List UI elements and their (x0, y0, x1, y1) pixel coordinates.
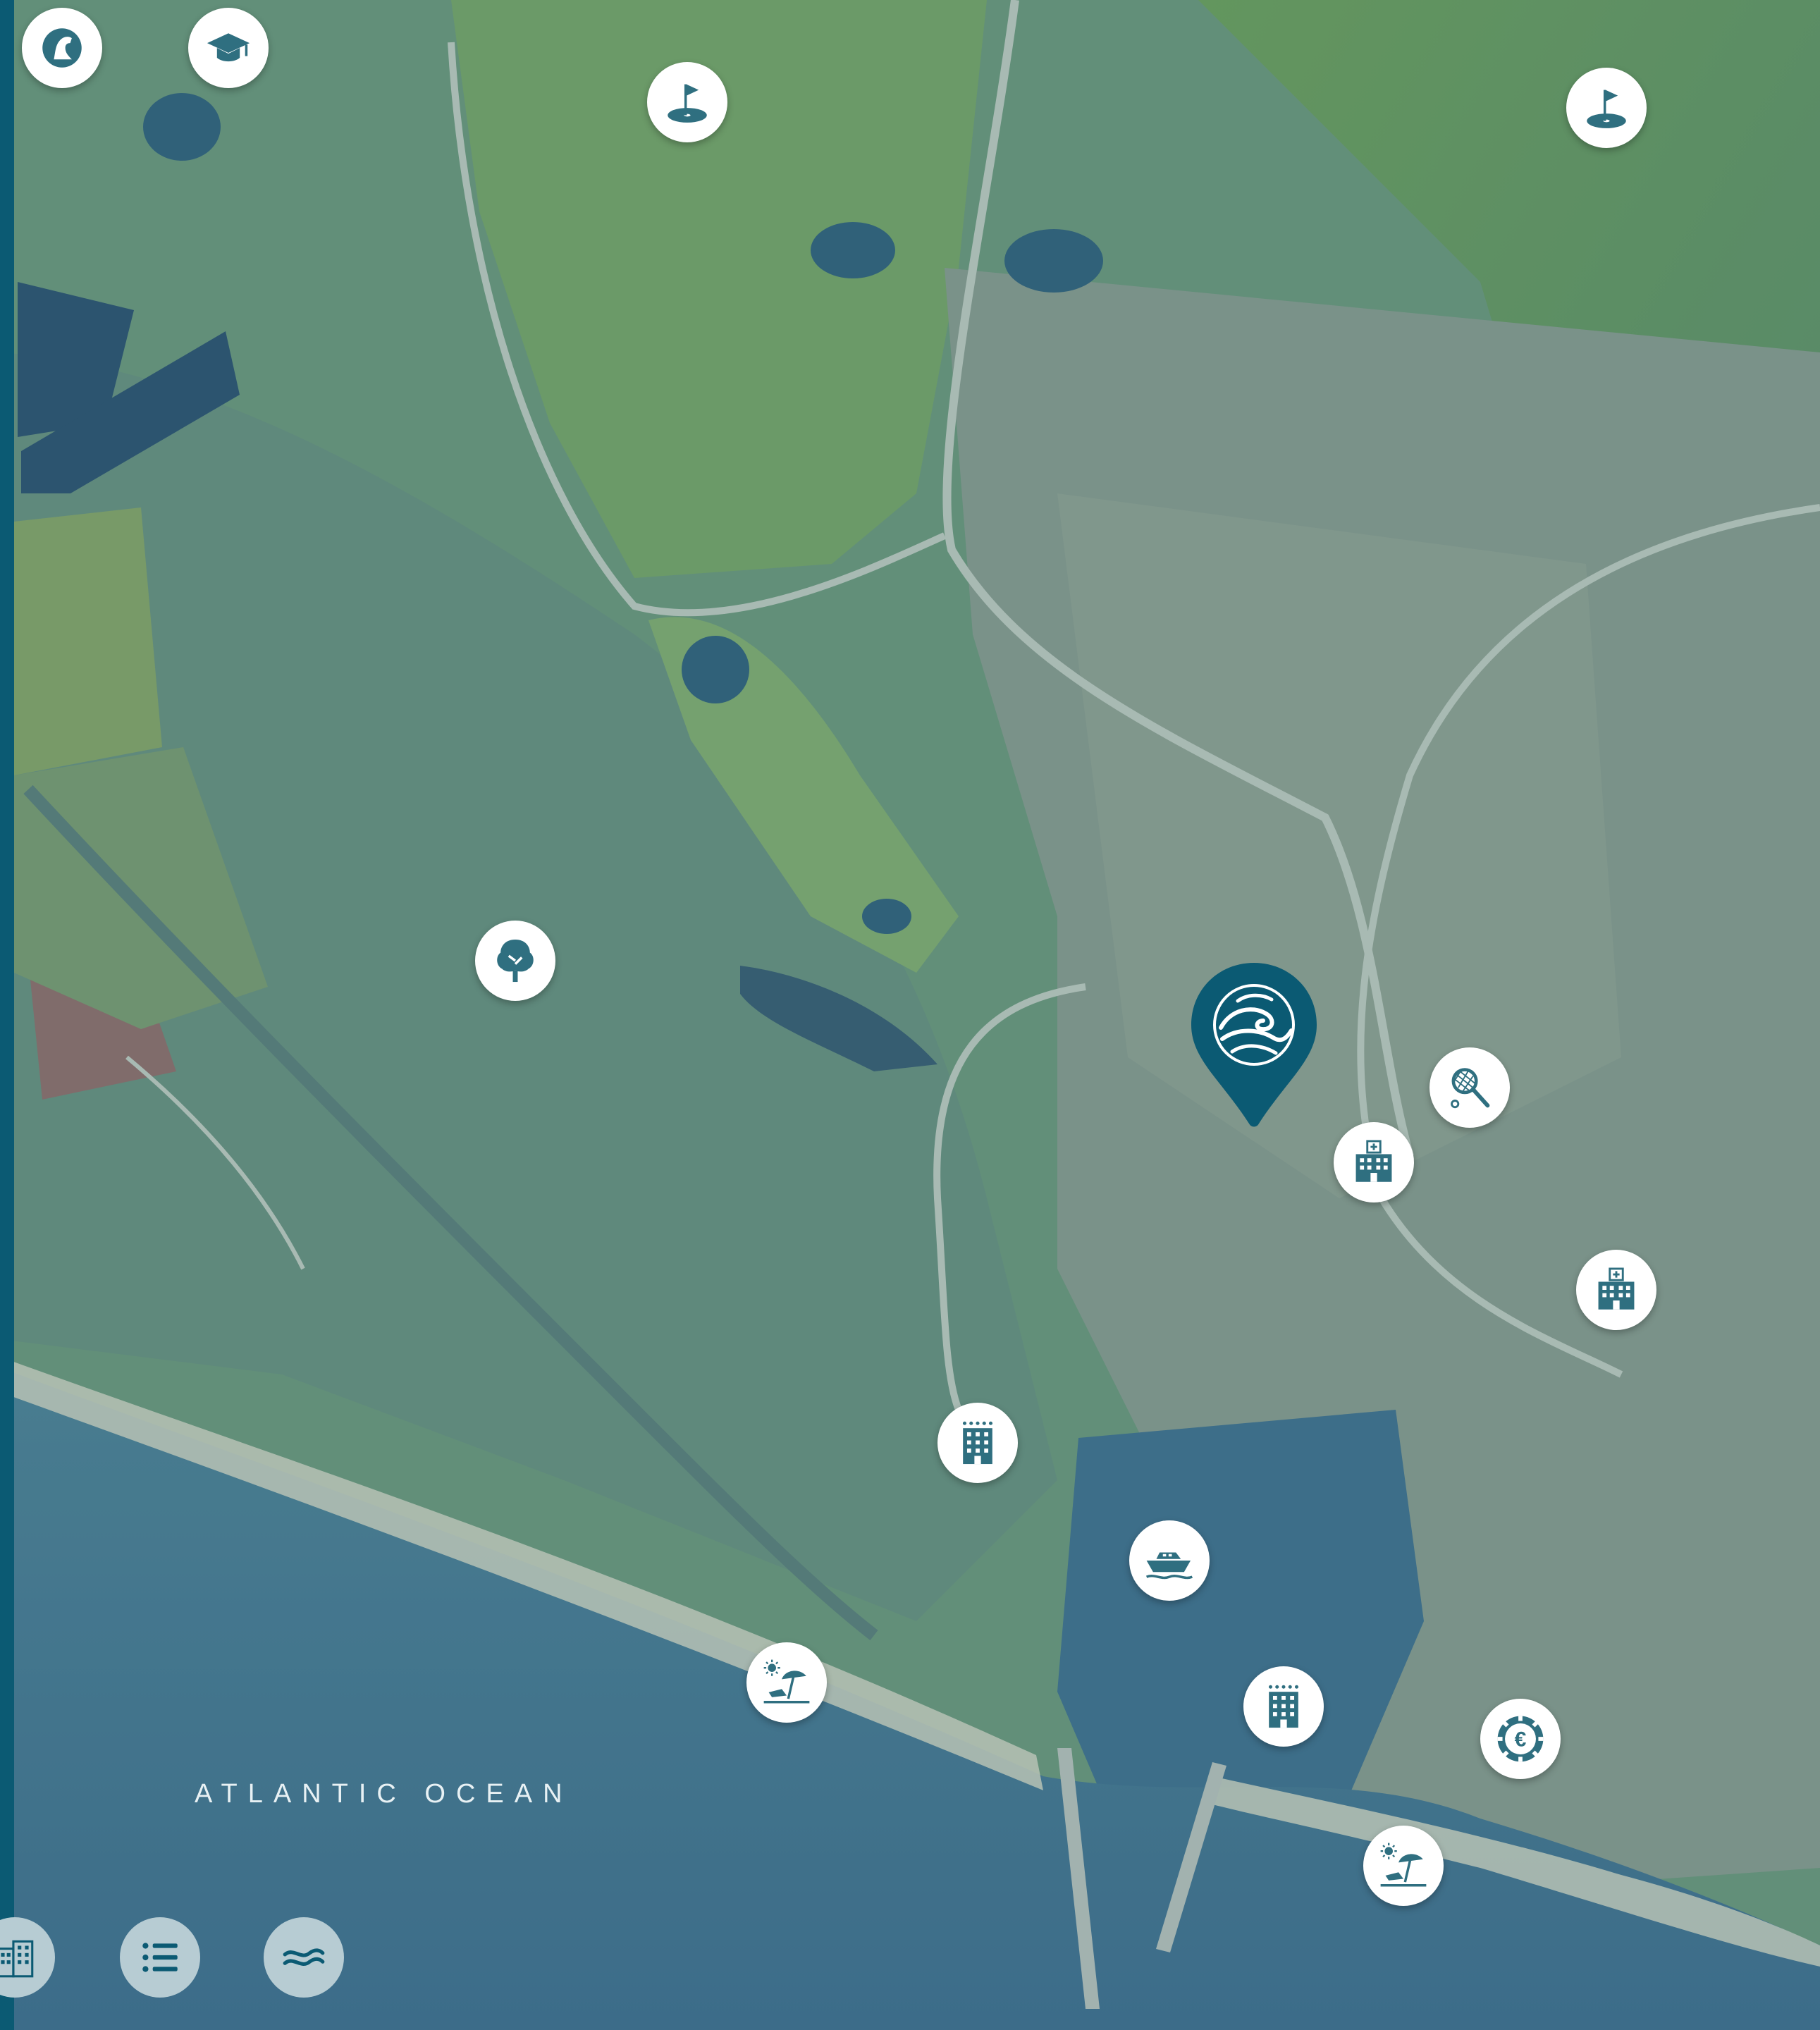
beach-icon-glyph (763, 1659, 810, 1704)
ocean-label: ATLANTIC OCEAN (195, 1779, 573, 1809)
marina-boat-icon-glyph (1145, 1552, 1193, 1580)
hotel-icon[interactable] (1243, 1666, 1324, 1747)
location-pin-logo-icon[interactable] (1188, 960, 1320, 1129)
golf-icon[interactable] (647, 62, 727, 142)
equestrian-icon-glyph (42, 28, 82, 68)
list-view-button[interactable] (120, 1917, 200, 1998)
golf-icon-glyph (668, 84, 707, 123)
beach-icon[interactable] (746, 1642, 827, 1723)
side-panel-edge (0, 0, 14, 2030)
hospital-icon[interactable] (1334, 1122, 1414, 1202)
beach-icon-glyph (1380, 1843, 1427, 1887)
layers-toggle-button[interactable] (264, 1917, 344, 1998)
park-tree-icon-glyph (497, 939, 534, 983)
buildings-icon (0, 1940, 34, 1978)
golf-icon[interactable] (1566, 68, 1647, 148)
layers-icon (283, 1948, 325, 1966)
list-icon (142, 1943, 178, 1972)
beach-icon[interactable] (1363, 1826, 1444, 1906)
school-icon[interactable] (188, 8, 269, 88)
hospital-icon[interactable] (1576, 1250, 1656, 1330)
location-pin-shape (1191, 963, 1317, 1127)
tennis-icon[interactable] (1429, 1047, 1510, 1128)
school-icon-glyph (207, 33, 250, 62)
hotel-icon-glyph (962, 1421, 993, 1465)
park-tree-icon[interactable] (475, 921, 555, 1001)
casino-icon[interactable]: € (1480, 1699, 1561, 1779)
tennis-icon-glyph (1451, 1068, 1490, 1109)
equestrian-icon[interactable] (22, 8, 102, 88)
hospital-icon-glyph (1355, 1140, 1392, 1182)
hotel-icon-glyph (1268, 1685, 1299, 1728)
svg-text:€: € (1515, 1728, 1527, 1751)
golf-icon-glyph (1587, 90, 1626, 128)
hospital-icon-glyph (1598, 1267, 1635, 1310)
hotel-icon[interactable] (937, 1403, 1018, 1483)
marina-boat-icon[interactable] (1129, 1520, 1210, 1601)
casino-icon-glyph: € (1497, 1716, 1544, 1762)
